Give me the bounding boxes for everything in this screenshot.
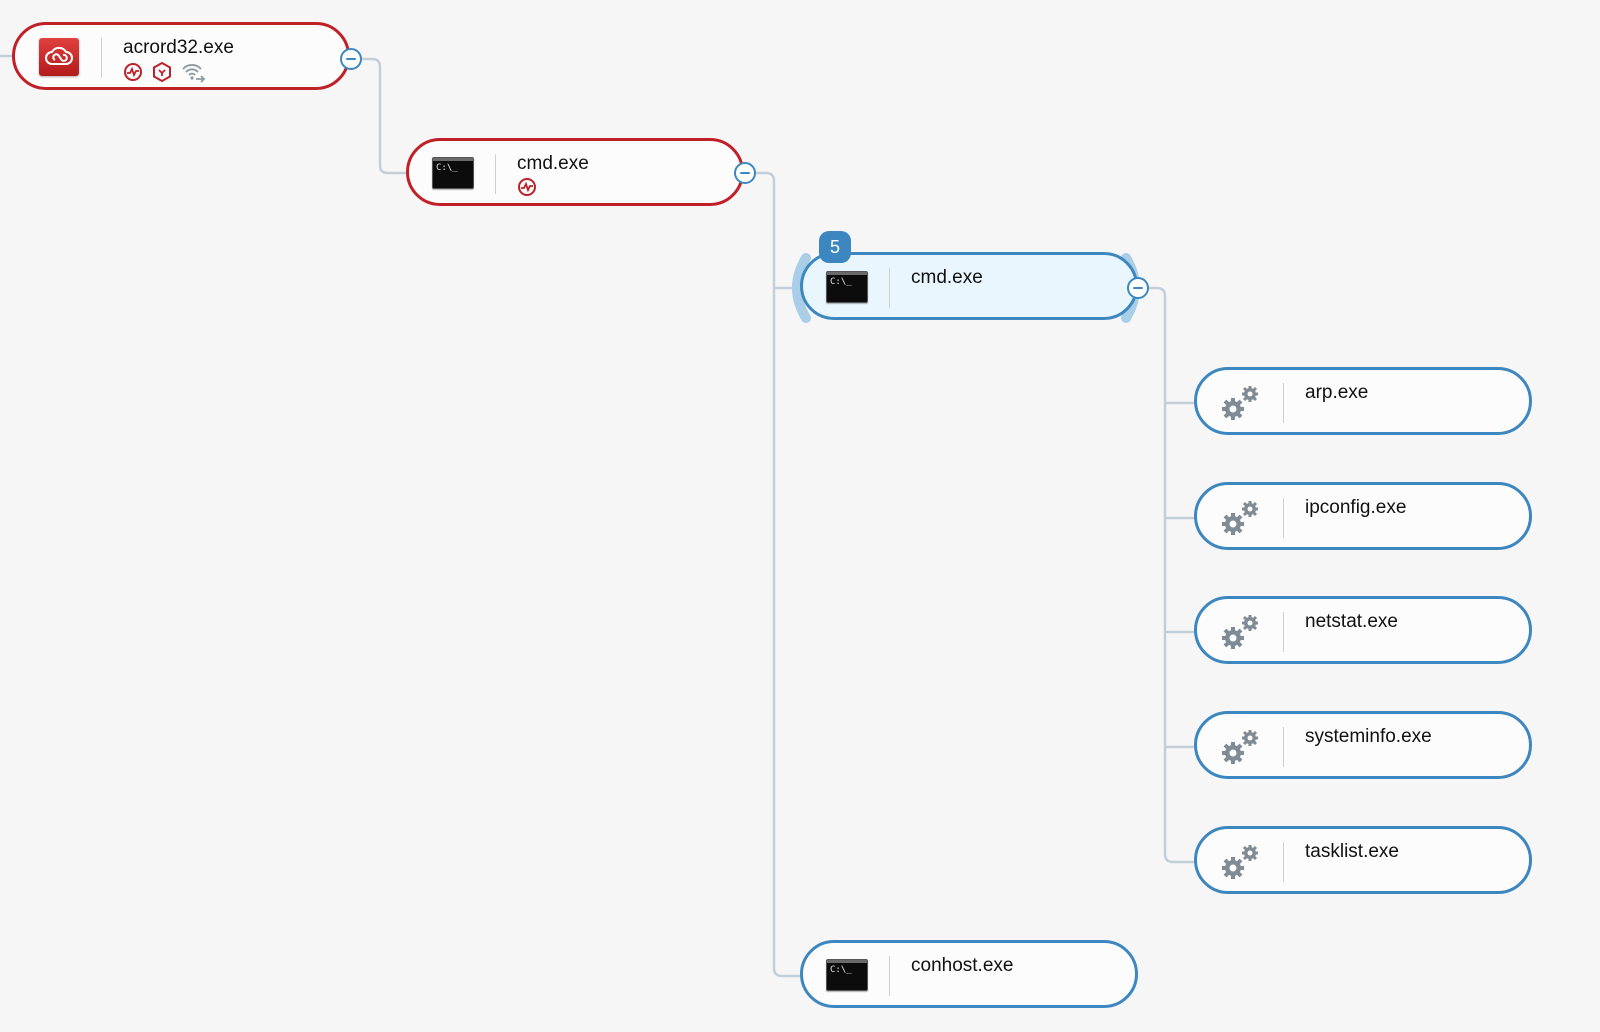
collapse-toggle-cmd-selected[interactable]: [1127, 277, 1149, 299]
process-name: conhost.exe: [911, 955, 1014, 976]
process-name: arp.exe: [1305, 382, 1369, 403]
process-name: cmd.exe: [517, 153, 589, 174]
gears-icon: [1219, 841, 1263, 881]
process-node-cmd-parent[interactable]: C:\_ cmd.exe: [406, 138, 744, 206]
connector-cmd-children: [756, 171, 800, 978]
node-divider: [495, 154, 496, 194]
indicator-row: [517, 177, 537, 202]
process-node-systeminfo[interactable]: systeminfo.exe: [1194, 711, 1532, 779]
node-divider: [1283, 727, 1284, 767]
gears-icon: [1219, 611, 1263, 651]
adobe-creative-cloud-icon: [37, 37, 81, 77]
connector-acrord32-cmd: [362, 57, 406, 175]
terminal-icon: C:\_: [825, 955, 869, 995]
process-node-arp[interactable]: arp.exe: [1194, 367, 1532, 435]
process-node-ipconfig[interactable]: ipconfig.exe: [1194, 482, 1532, 550]
process-name: acrord32.exe: [123, 37, 234, 58]
node-divider: [1283, 842, 1284, 882]
terminal-icon: C:\_: [825, 267, 869, 307]
process-node-netstat[interactable]: netstat.exe: [1194, 596, 1532, 664]
node-divider: [1283, 612, 1284, 652]
behavior-icon[interactable]: [517, 177, 537, 202]
behavior-icon[interactable]: [123, 62, 143, 87]
terminal-icon: C:\_: [431, 153, 475, 193]
process-node-tasklist[interactable]: tasklist.exe: [1194, 826, 1532, 894]
process-name: ipconfig.exe: [1305, 497, 1407, 518]
child-count-badge: 5: [819, 231, 851, 263]
process-node-acrord32[interactable]: acrord32.exe: [12, 22, 350, 90]
node-divider: [1283, 383, 1284, 423]
node-divider: [889, 268, 890, 308]
collapse-toggle-acrord32[interactable]: [340, 48, 362, 70]
hexagon-alert-icon[interactable]: [151, 61, 173, 88]
indicator-row: [123, 61, 207, 88]
process-node-cmd-selected[interactable]: C:\_ cmd.exe: [800, 252, 1138, 320]
process-name: systeminfo.exe: [1305, 726, 1432, 747]
connector-selected-children: [1149, 286, 1194, 864]
collapse-toggle-cmd-parent[interactable]: [734, 162, 756, 184]
process-name: netstat.exe: [1305, 611, 1398, 632]
process-name: tasklist.exe: [1305, 841, 1399, 862]
process-node-conhost[interactable]: C:\_ conhost.exe: [800, 940, 1138, 1008]
process-name: cmd.exe: [911, 267, 983, 288]
gears-icon: [1219, 382, 1263, 422]
network-icon[interactable]: [181, 61, 207, 88]
gears-icon: [1219, 726, 1263, 766]
node-divider: [1283, 498, 1284, 538]
node-divider: [889, 956, 890, 996]
node-divider: [101, 38, 102, 78]
gears-icon: [1219, 497, 1263, 537]
